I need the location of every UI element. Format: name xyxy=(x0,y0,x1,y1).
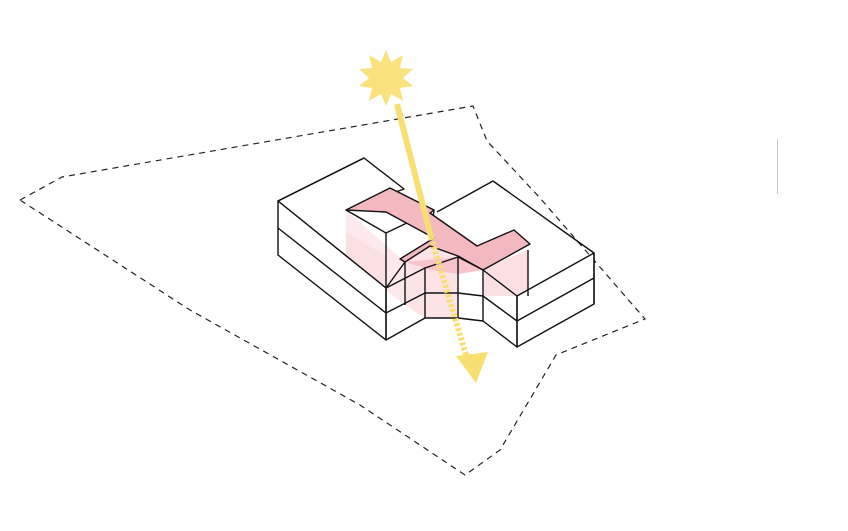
text-cursor-bar xyxy=(777,139,778,194)
sun-ray-arrow-icon xyxy=(394,103,488,383)
building-front-faces xyxy=(385,233,595,348)
sun-icon xyxy=(359,50,413,106)
site-boundary xyxy=(18,105,647,476)
building-block-left xyxy=(277,157,435,341)
